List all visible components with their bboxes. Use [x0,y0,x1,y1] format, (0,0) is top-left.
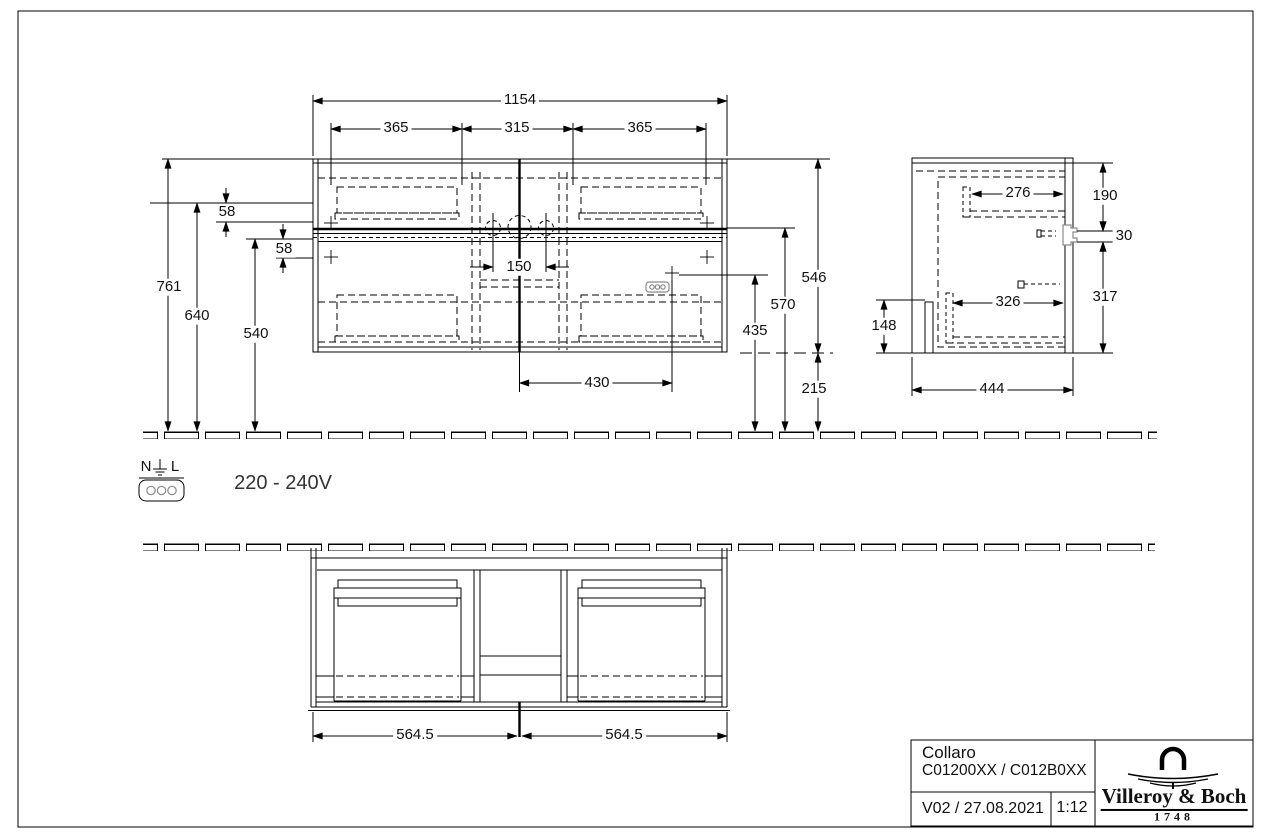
electrical-plug-icon [138,459,185,502]
dim-side-bottom-section: 317 [1089,288,1121,306]
dim-front-offset-a: 58 [215,203,239,221]
villeroy-boch-logo-icon [1127,746,1219,789]
socket-icon [645,281,670,293]
dim-bottom-right-half: 564.5 [602,726,646,744]
title-scale: 1:12 [1053,799,1091,817]
dim-front-rim-height: 570 [767,296,799,314]
dim-front-clearance: 215 [798,380,830,398]
dim-front-offset-b: 58 [272,240,296,258]
dim-front-socket-height: 435 [739,322,771,340]
dim-side-cable-gap: 30 [1112,227,1136,245]
electrical-neutral-label: N [140,457,152,475]
voltage-label: 220 - 240V [234,472,332,494]
front-view [312,158,728,353]
tap-holes-icon [485,208,554,247]
floor-hatch-lower [143,543,1155,551]
title-block-frame [910,739,1254,827]
dim-side-bottom-drawer-depth: 326 [992,293,1024,311]
dim-front-height-total: 761 [153,278,185,296]
fixing-crosses [324,216,714,280]
dim-front-cabinet-height: 546 [798,269,830,287]
dim-front-height-upper: 640 [181,307,213,325]
electrical-line-label: L [170,457,180,475]
dim-side-depth: 444 [976,380,1008,398]
floor-hatch-upper [143,431,1157,439]
title-revision-date: V02 / 27.08.2021 [920,800,1046,819]
side-view [911,157,1078,354]
dim-side-top-section: 190 [1089,187,1121,205]
dim-side-top-drawer-depth: 276 [1002,184,1034,202]
sheet-border [17,10,1254,828]
title-series: Collaro [920,743,978,763]
brand-year: 1748 [1154,809,1194,824]
cable-clamp-icon [1062,224,1078,246]
front-dimensions [150,95,833,432]
dim-side-service-height: 148 [868,317,900,335]
dim-front-height-mid: 540 [240,325,272,343]
bottom-view [308,548,730,737]
dim-front-bay-center: 315 [501,119,533,137]
title-article-numbers: C01200XX / C012B0XX [920,762,1089,780]
dim-bottom-left-half: 564.5 [393,726,437,744]
dim-front-socket-offset: 430 [581,374,613,392]
brand-name: Villeroy & Boch [1100,784,1248,812]
dim-front-bay-left: 365 [380,119,412,137]
dim-front-faucet-spacing: 150 [503,258,535,276]
dim-front-total-width: 1154 [500,91,540,109]
dim-front-bay-right: 365 [624,119,656,137]
